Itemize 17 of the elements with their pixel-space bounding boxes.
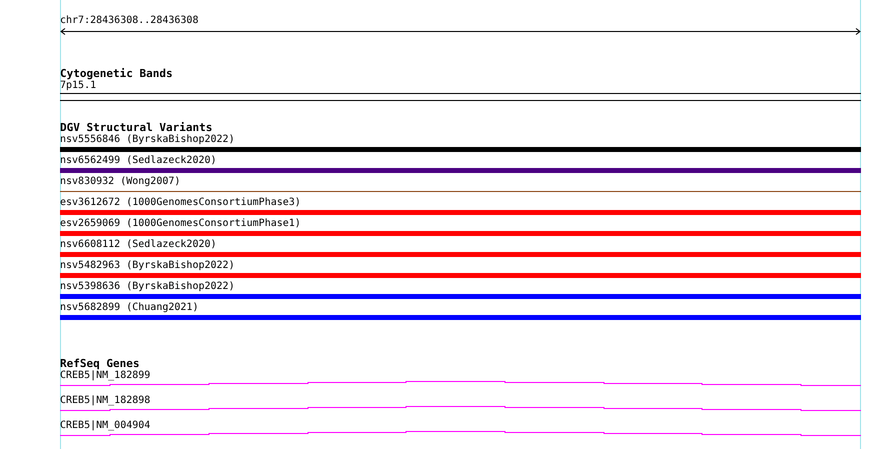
locus-label: chr7:28436308..28436308 [60,15,198,26]
track-title: RefSeq Genes [60,358,140,369]
feature-label: esv3612672 (1000GenomesConsortiumPhase3) [60,197,301,208]
track-title: Cytogenetic Bands [60,68,173,79]
track-title: DGV Structural Variants [60,122,212,133]
feature-label: nsv5398636 (ByrskaBishop2022) [60,281,235,292]
feature-label: nsv6608112 (Sedlazeck2020) [60,239,217,250]
feature-label: esv2659069 (1000GenomesConsortiumPhase1) [60,218,301,229]
feature-label: nsv5482963 (ByrskaBishop2022) [60,260,235,271]
feature-label: nsv5556846 (ByrskaBishop2022) [60,134,235,145]
gene-label: CREB5|NM_004904 [60,420,150,431]
gene-label: CREB5|NM_182898 [60,395,150,406]
gene-label: CREB5|NM_182899 [60,370,150,381]
feature-label: nsv6562499 (Sedlazeck2020) [60,155,217,166]
band-label: 7p15.1 [60,80,96,91]
feature-label: nsv830932 (Wong2007) [60,176,180,187]
feature-label: nsv5682899 (Chuang2021) [60,302,198,313]
